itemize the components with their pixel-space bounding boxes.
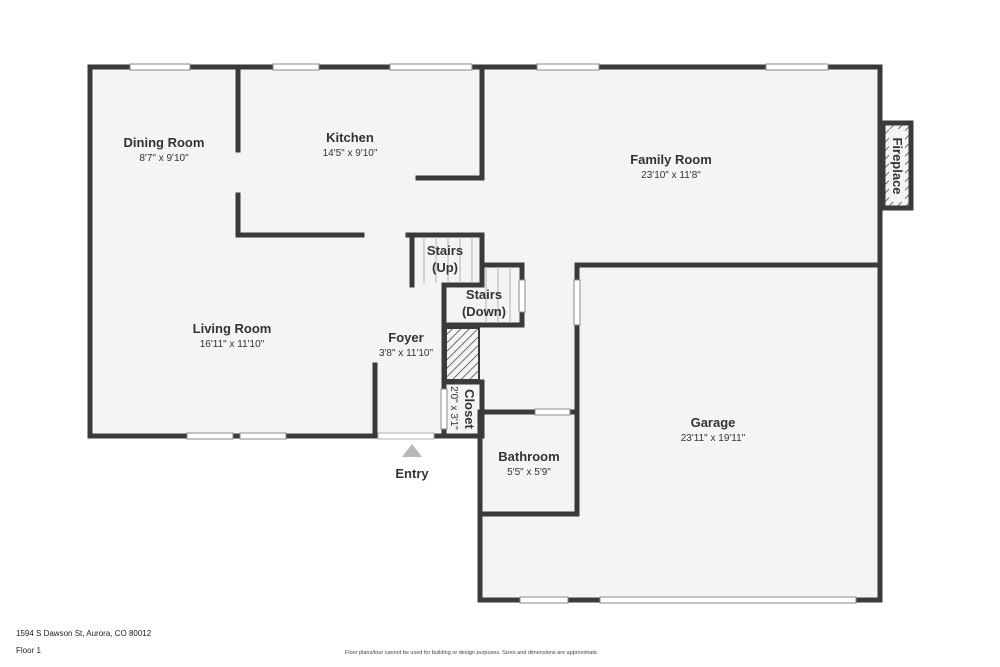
entry-door [377, 432, 435, 440]
entry-label: Entry [395, 466, 429, 481]
floor-label: Floor 1 [16, 646, 41, 655]
foyer-dims: 3'8" x 11'10" [379, 348, 434, 359]
stairs-up-label-2: (Up) [432, 260, 458, 275]
stairs-down-label-1: Stairs [466, 287, 502, 302]
family-room-dims: 23'10" x 11'8" [641, 170, 701, 181]
family-room-name: Family Room [630, 152, 712, 167]
entry-arrow-icon [402, 444, 422, 457]
stairs-treads [423, 237, 511, 323]
kitchen-name: Kitchen [326, 130, 374, 145]
living-room-dims: 16'11" x 11'10" [200, 339, 265, 350]
fireplace-label: Fireplace [890, 137, 905, 194]
disclaimer: Floor plans/tour cannot be used for buil… [345, 650, 599, 656]
living-room-name: Living Room [193, 321, 272, 336]
stairs-down-label-2: (Down) [462, 304, 506, 319]
garage-dims: 23'11" x 19'11" [681, 433, 746, 444]
windows [129, 63, 857, 604]
foyer-name: Foyer [388, 330, 423, 345]
bathroom-name: Bathroom [498, 449, 559, 464]
bathroom-dims: 5'5" x 5'9" [507, 467, 551, 478]
closet-name: Closet [462, 389, 477, 429]
closet-dims: 2'0" x 3'1" [448, 386, 459, 430]
closet-hatch [445, 327, 480, 381]
kitchen-dims: 14'5" x 9'10" [323, 148, 378, 159]
dining-room-name: Dining Room [124, 135, 205, 150]
garage-name: Garage [691, 415, 736, 430]
address: 1594 S Dawson St, Aurora, CO 80012 [16, 629, 152, 638]
dining-room-dims: 8'7" x 9'10" [139, 153, 189, 164]
stairs-up-label-1: Stairs [427, 243, 463, 258]
